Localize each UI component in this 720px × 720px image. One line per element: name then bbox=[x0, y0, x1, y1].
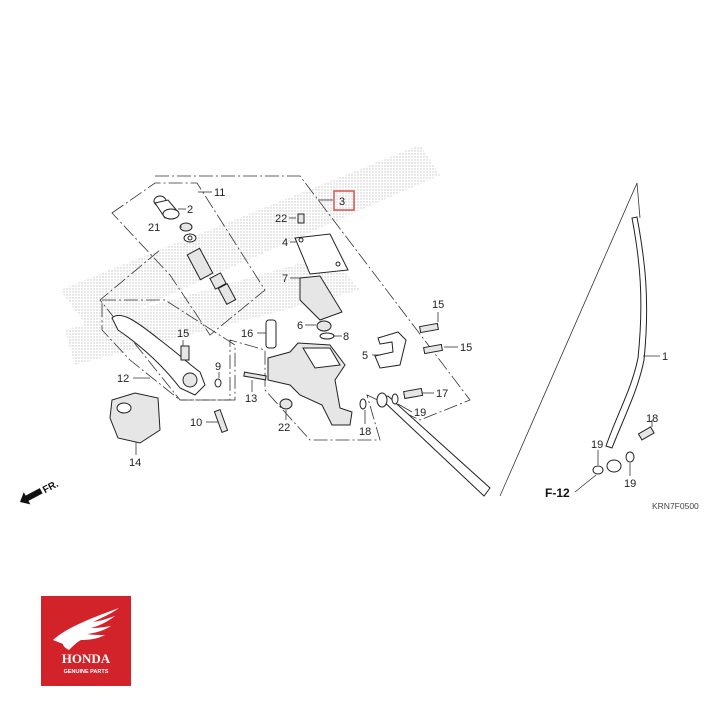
callout-15b[interactable]: 15 bbox=[460, 342, 472, 354]
assembly-outline-3 bbox=[99, 175, 471, 441]
callout-6[interactable]: 6 bbox=[297, 320, 303, 332]
callout-8[interactable]: 8 bbox=[343, 331, 349, 343]
reference-f12[interactable]: F-12 bbox=[545, 486, 570, 500]
diagram-code: KRN7F0500 bbox=[652, 501, 699, 511]
callout-12[interactable]: 12 bbox=[117, 373, 129, 385]
callout-22[interactable]: 22 bbox=[278, 422, 290, 434]
brake-hose bbox=[605, 216, 648, 449]
callout-1[interactable]: 1 bbox=[662, 351, 668, 363]
callout-15a[interactable]: 15 bbox=[432, 299, 444, 311]
callout-10[interactable]: 10 bbox=[190, 417, 202, 429]
pivot-bolt bbox=[265, 319, 277, 349]
brake-hose-lower bbox=[378, 395, 491, 497]
reservoir-cap bbox=[294, 233, 349, 275]
svg-text:FR.: FR. bbox=[41, 479, 61, 496]
assembly-outline-12 bbox=[101, 299, 236, 401]
callout-18a[interactable]: 17 bbox=[436, 388, 448, 400]
callout-19d[interactable]: 19 bbox=[624, 478, 636, 490]
callout-7[interactable]: 7 bbox=[282, 273, 288, 285]
callout-21[interactable]: 22 bbox=[275, 213, 287, 225]
callout-14[interactable]: 14 bbox=[129, 457, 141, 469]
callout-2[interactable]: 2 bbox=[187, 204, 193, 216]
callout-19c[interactable]: 19 bbox=[591, 439, 603, 451]
callout-13[interactable]: 13 bbox=[245, 393, 257, 405]
callout-3[interactable]: 3 bbox=[339, 196, 345, 208]
honda-wing-icon bbox=[53, 608, 119, 650]
arrow-left-icon bbox=[20, 488, 43, 505]
callout-9[interactable]: 9 bbox=[215, 361, 221, 373]
highlight-box-3 bbox=[333, 190, 355, 211]
callout-16[interactable]: 15 bbox=[177, 328, 189, 340]
leader-lines bbox=[133, 191, 660, 493]
brand-name: HONDA bbox=[62, 651, 111, 666]
front-direction-arrow: FR. bbox=[20, 479, 61, 505]
handlebar-holder bbox=[374, 331, 407, 369]
piston-kit bbox=[153, 195, 237, 305]
brand-tagline: GENUINE PARTS bbox=[64, 669, 109, 675]
diaphragm bbox=[299, 275, 343, 321]
callout-11[interactable]: 11 bbox=[214, 187, 225, 199]
assembly-outline-11 bbox=[111, 182, 266, 336]
callout-19b[interactable]: 19 bbox=[414, 407, 426, 419]
callout-4[interactable]: 4 bbox=[282, 237, 288, 249]
honda-genuine-parts-logo: HONDA GENUINE PARTS bbox=[41, 596, 131, 686]
lever-cover bbox=[109, 392, 161, 444]
brake-lever bbox=[111, 314, 206, 396]
callout-17[interactable]: 16 bbox=[241, 328, 253, 340]
callout-19a[interactable]: 18 bbox=[359, 426, 371, 438]
callout-5[interactable]: 5 bbox=[362, 350, 368, 362]
callout-20[interactable]: 21 bbox=[148, 222, 160, 234]
callout-18b[interactable]: 18 bbox=[646, 413, 658, 425]
